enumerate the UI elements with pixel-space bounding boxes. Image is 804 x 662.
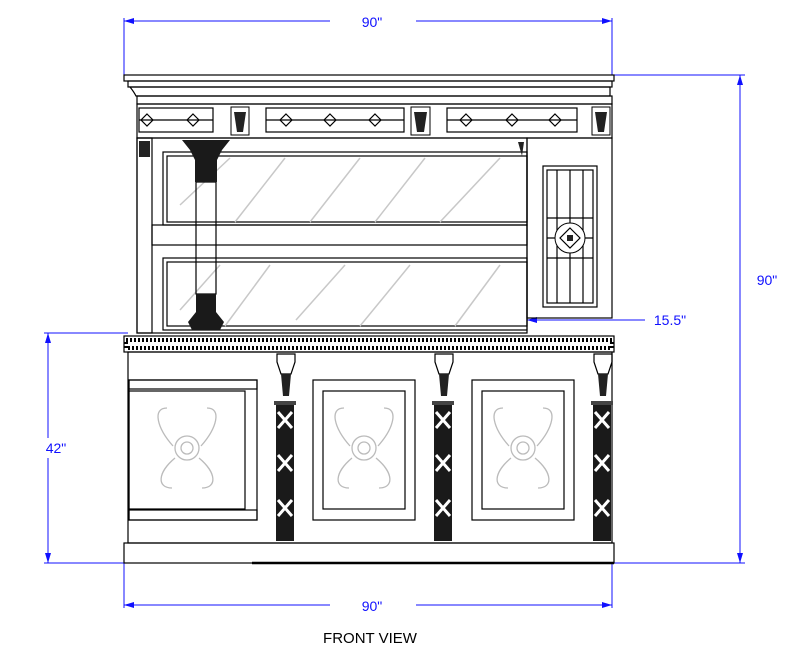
counter-height-label: 42" [46, 440, 67, 456]
depth-dimension: 15.5" [527, 312, 686, 328]
counter-top [123, 335, 615, 353]
mirror-panel-lower [162, 257, 528, 331]
side-glass-cabinet [526, 137, 613, 319]
bar-base [123, 351, 615, 565]
frieze-glass-left [138, 107, 214, 133]
frieze-glass-right [446, 107, 578, 133]
raised-panel-right [471, 379, 575, 521]
bottom-width-label: 90" [362, 598, 383, 614]
view-caption: FRONT VIEW [323, 630, 418, 647]
carved-ornaments [157, 407, 553, 489]
frieze-corbels [230, 106, 611, 136]
counter-height-dimension: 42" [38, 332, 128, 564]
depth-label: 15.5" [654, 312, 686, 328]
plinth [123, 542, 615, 564]
frieze-glass-center [265, 107, 405, 133]
twisted-columns [274, 353, 613, 541]
raised-panel-center [312, 379, 416, 521]
raised-panel-left [128, 379, 258, 521]
height-dimension: 90" [614, 74, 778, 564]
corinthian-column [182, 140, 230, 330]
cornice [123, 74, 615, 105]
height-label: 90" [757, 272, 778, 288]
top-width-dimension: 90" [123, 14, 613, 75]
mirror-panel-upper [162, 151, 528, 226]
top-width-label: 90" [362, 14, 383, 30]
frieze [136, 103, 613, 139]
bottom-width-dimension: 90" [123, 563, 613, 614]
upper-mirror-cabinet [136, 137, 528, 334]
